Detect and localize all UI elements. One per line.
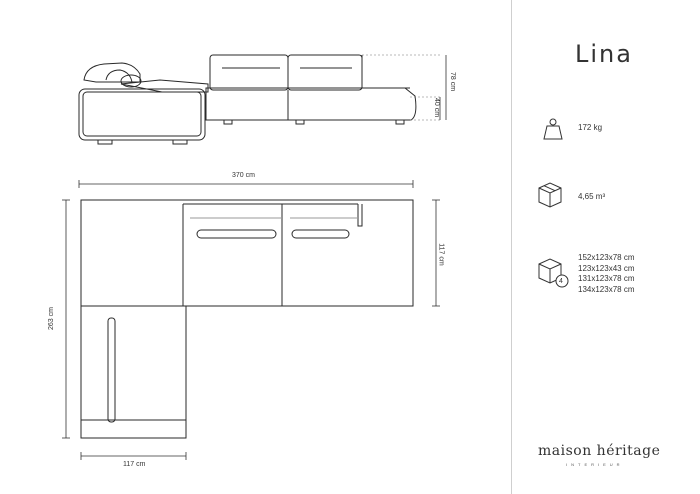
brand-logo: maison héritage: [538, 443, 661, 459]
chaise-width-label: 117 cm: [123, 461, 146, 468]
product-title: Lina: [575, 40, 633, 68]
front-elevation: [78, 54, 417, 145]
technical-drawing: [62, 54, 447, 460]
plan-view: [80, 199, 414, 439]
weight-icon: [543, 118, 563, 140]
total-depth-label: 263 cm: [47, 307, 55, 330]
package-item: 123x123x43 cm: [578, 263, 635, 273]
seat-height-label: 40 cm: [433, 97, 441, 118]
plan-dimension-lines: [62, 199, 440, 460]
box-icon: [538, 182, 562, 208]
package-item: 134x123x78 cm: [578, 284, 635, 294]
width-dimension-line: [78, 180, 414, 188]
package-list: 152x123x78 cm 123x123x43 cm 131x123x78 c…: [578, 253, 634, 295]
weight-value: 172 kg: [578, 123, 603, 132]
module-depth-label: 117 cm: [437, 243, 445, 266]
package-item: 152x123x78 cm: [578, 253, 635, 262]
package-item: 131x123x78 cm: [578, 274, 635, 283]
volume-value: 4,65 m³: [578, 192, 606, 201]
total-width-label: 370 cm: [232, 172, 255, 179]
divider: [511, 0, 512, 494]
package-count-icon: [538, 258, 569, 288]
brand-subtitle: INTERIEUR: [566, 462, 624, 467]
height-total-label: 78 cm: [449, 71, 457, 92]
package-count-badge: 4: [559, 278, 563, 285]
height-dimension-lines: [362, 54, 440, 121]
